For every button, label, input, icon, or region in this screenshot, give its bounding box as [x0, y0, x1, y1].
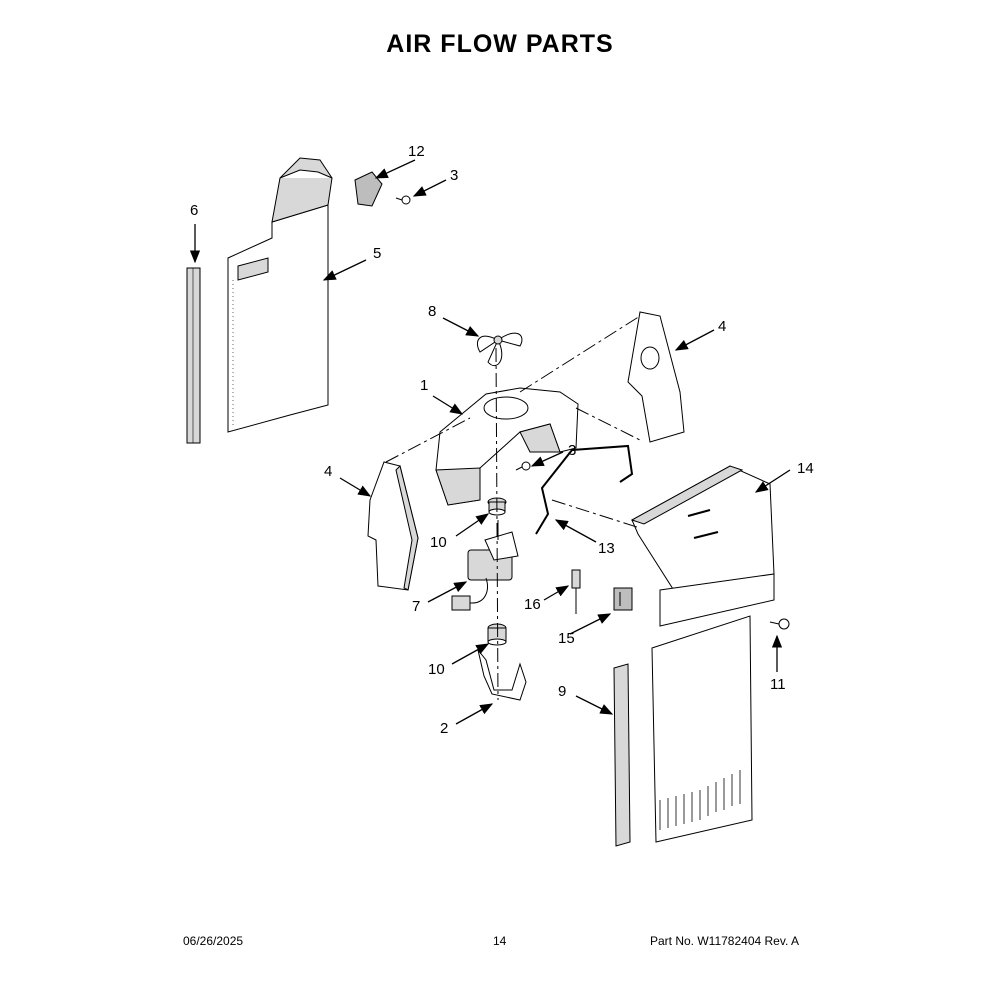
- callout-12: 12: [408, 143, 425, 160]
- callout-3-upper: 3: [450, 167, 458, 184]
- footer-page-number: 14: [493, 934, 507, 948]
- callout-14: 14: [797, 460, 814, 477]
- footer-date: 06/26/2025: [183, 934, 244, 948]
- callout-arrows: [189, 159, 791, 725]
- part-7-fan-motor: [451, 520, 519, 611]
- callout-15: 15: [558, 630, 575, 647]
- part-12-cap: [354, 171, 383, 207]
- part-3-screw-upper: [395, 195, 411, 205]
- callout-5: 5: [373, 245, 381, 262]
- callout-8: 8: [428, 303, 436, 320]
- part-11-screw: [769, 618, 790, 630]
- callout-11: 11: [770, 676, 786, 693]
- part-3-screw-lower: [515, 461, 531, 471]
- footer-part-number: Part No. W11782404 Rev. A: [650, 934, 799, 948]
- part-14-rear-panel: [651, 615, 753, 843]
- callout-7: 7: [412, 598, 420, 615]
- callout-1: 1: [420, 377, 428, 394]
- callout-9: 9: [558, 683, 566, 700]
- part-10-grommet-lower: [487, 623, 507, 646]
- callout-4-right: 4: [718, 318, 726, 335]
- callout-6: 6: [190, 202, 198, 219]
- assembly-centerlines: [385, 315, 641, 701]
- part-13-wire-bracket: [535, 444, 634, 535]
- part-6-seal-strip: [186, 267, 201, 444]
- part-4-baffle-right: [627, 311, 685, 443]
- callout-10-upper: 10: [430, 534, 447, 551]
- callout-10-lower: 10: [428, 661, 445, 678]
- callout-3-lower: 3: [568, 442, 576, 459]
- part-16-thermistor: [571, 569, 581, 614]
- callout-13: 13: [598, 540, 615, 557]
- callout-16: 16: [524, 596, 541, 613]
- part-9-seal-strip: [613, 663, 631, 847]
- part-2-motor-bracket: [477, 649, 527, 701]
- part-1-fan-housing: [435, 387, 579, 506]
- callout-2: 2: [440, 720, 448, 737]
- part-4-baffle-left: [367, 461, 419, 591]
- page-title: AIR FLOW PARTS: [386, 30, 614, 58]
- part-14-duct-cover: [630, 465, 775, 627]
- part-5-duct-panel: [227, 157, 333, 433]
- callout-labels: 12 3 6 5 8 4 1 3 4 14 10 13 7 16 15 10 1…: [190, 143, 814, 737]
- part-8-fan-blade: [476, 332, 523, 367]
- callout-4-left: 4: [324, 463, 332, 480]
- part-15-clip: [613, 587, 633, 611]
